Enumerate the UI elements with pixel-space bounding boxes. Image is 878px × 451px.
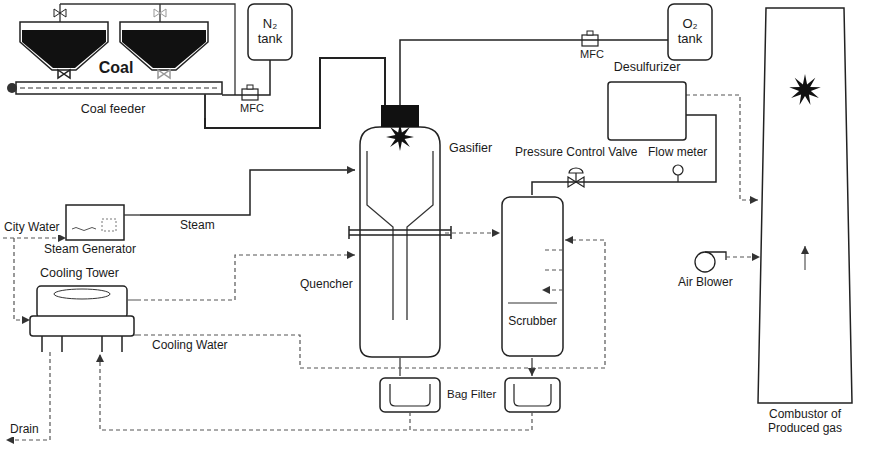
pressure-valve-symbol: [569, 168, 583, 182]
flow-meter-symbol: [673, 165, 683, 175]
city-water-line: [3, 237, 66, 238]
outline-path: [204, 94, 206, 118]
air-blower-symbol: [705, 252, 726, 260]
outline-rect: [16, 82, 222, 94]
node-label: Combustor of Produced gas: [758, 408, 852, 436]
node-label: O₂ tank: [672, 17, 708, 47]
outline-rect: [37, 286, 127, 318]
outline-path: [508, 302, 557, 303]
outline-ellipse: [54, 289, 110, 299]
outline-path: [804, 246, 805, 270]
water-line: [137, 255, 355, 300]
outline-path: [20, 22, 108, 70]
node-label: Scrubber: [500, 315, 565, 329]
pipe-line: [205, 58, 385, 128]
outline-path: [122, 30, 206, 68]
outline-shape: [158, 70, 170, 78]
outline-path: [42, 336, 122, 352]
gas-tank: N₂ tank: [248, 4, 292, 60]
mfc-symbol: [247, 85, 253, 89]
hopper-valve: [154, 9, 166, 17]
part-label: Flow meter: [646, 146, 709, 160]
outline-path: [542, 250, 563, 290]
gasifier-vessel: Gasifier: [355, 105, 445, 358]
outline-rect: [30, 316, 134, 336]
pipe-line: [140, 170, 355, 215]
scrubber-vessel: Scrubber: [500, 195, 565, 358]
outline-rect: [608, 82, 686, 140]
outline-path: [349, 226, 451, 239]
mfc-symbol: [587, 31, 593, 35]
drain-to-filter-line: [400, 358, 532, 376]
cooling-tower: Cooling Tower: [22, 266, 137, 352]
node-graphic: [355, 105, 445, 358]
return-water-line: [100, 354, 532, 430]
part-label: Drain: [8, 423, 41, 437]
stream-label: Cooling Water: [150, 339, 230, 353]
water-line: [445, 232, 500, 233]
drain-line: [6, 352, 50, 440]
desulfurizer-vessel: Desulfurizer: [608, 60, 686, 140]
outline-rect: [248, 4, 292, 60]
stream-label: Steam: [178, 219, 217, 233]
hopper-valve: [54, 9, 66, 17]
outline-rect: [66, 205, 124, 240]
city-water-line: [14, 238, 30, 320]
outline-circle: [7, 83, 17, 93]
outline-rect: [668, 4, 712, 60]
outline-path: [72, 228, 96, 231]
outline-shape: [789, 74, 821, 105]
flow-meter-symbol: [677, 175, 678, 182]
node-graphic: [500, 195, 565, 358]
pipe-line: [222, 60, 270, 95]
part-label: MFC: [238, 102, 266, 115]
outline-path: [349, 230, 451, 235]
coal-feeder: CoalCoal feeder: [8, 12, 222, 118]
outline-shape: [58, 70, 70, 78]
part-label: Quencher: [298, 278, 355, 292]
outline-rect: [502, 197, 563, 356]
gas-tank: O₂ tank: [668, 4, 712, 60]
part-label: Air Blower: [676, 276, 735, 290]
node-label: Desulfurizer: [608, 60, 686, 74]
node-label: N₂ tank: [252, 17, 288, 47]
outline-shape: [758, 8, 852, 403]
node-label: Cooling Tower: [22, 266, 137, 280]
node-sublabel: Coal feeder: [48, 102, 178, 116]
combustor-stack: Combustor of Produced gas: [758, 8, 852, 446]
part-label: Pressure Control Valve: [513, 146, 640, 160]
part-label: MFC: [578, 48, 606, 61]
outline-path: [22, 30, 106, 68]
part-label: City Water: [2, 221, 62, 235]
outline-path: [20, 88, 218, 89]
part-label: Bag Filter: [445, 388, 498, 401]
bag-filter-symbol: [505, 378, 560, 412]
node-label: Coal: [94, 59, 138, 77]
air-line: [726, 256, 760, 257]
node-label: Steam Generator: [40, 243, 140, 257]
outline-rect: [102, 219, 116, 231]
bag-filter-symbol: [380, 378, 440, 412]
air-blower-symbol: [695, 252, 715, 272]
hopper-valve-line: [60, 4, 160, 22]
outline-path: [124, 214, 140, 215]
bag-filter-symbol: [514, 384, 551, 406]
outline-path: [360, 127, 440, 357]
bag-filter-symbol: [390, 384, 430, 406]
node-label: Gasifier: [449, 141, 509, 155]
outline-path: [127, 300, 137, 335]
outline-shape: [386, 123, 414, 151]
node-graphic: [758, 8, 852, 446]
